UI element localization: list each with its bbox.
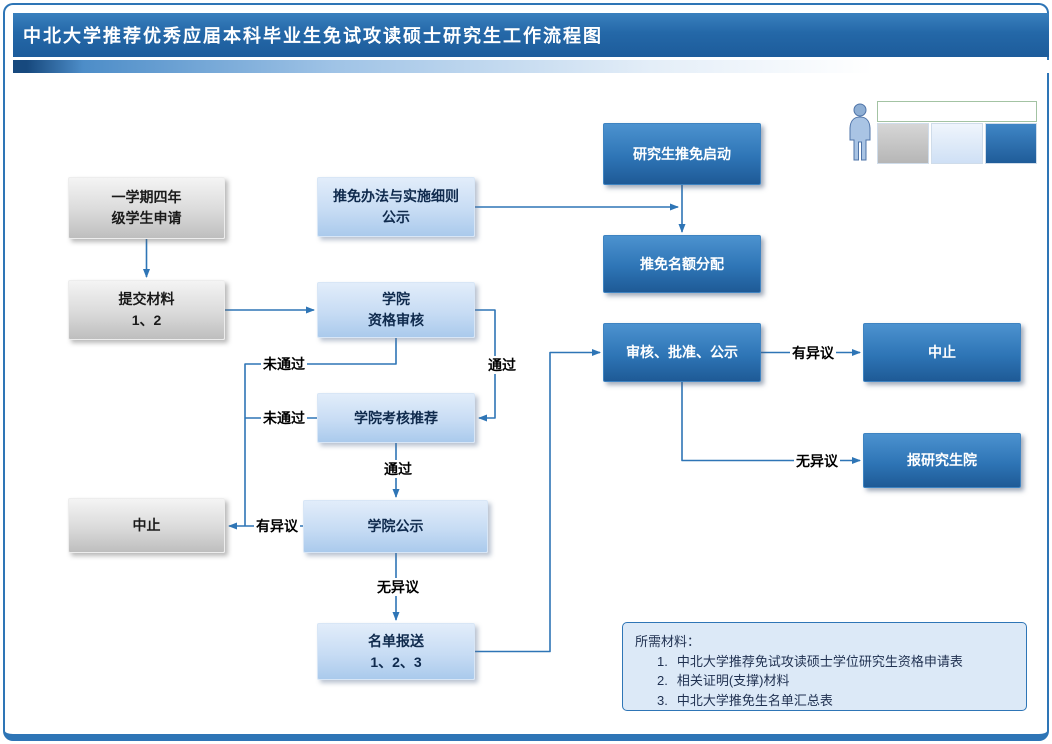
node-terminate-right: 中止 xyxy=(863,323,1021,382)
header-gradient-strip xyxy=(13,60,1049,73)
node-terminate-left: 中止 xyxy=(68,498,225,553)
page-title: 中北大学推荐优秀应届本科毕业生免试攻读硕士研究生工作流程图 xyxy=(23,26,603,46)
node-label: 1、2、3 xyxy=(370,653,422,670)
node-label: 学院考核推荐 xyxy=(354,409,438,426)
node-label: 学院 xyxy=(382,291,410,307)
node-label: 研究生推免启动 xyxy=(633,145,731,162)
node-qualification-review: 学院 资格审核 xyxy=(317,282,475,338)
node-label: 推免办法与实施细则 xyxy=(333,188,459,204)
node-label: 中止 xyxy=(132,517,161,533)
legend-header-band xyxy=(877,101,1037,122)
required-materials-note: 所需材料： 1. 中北大学推荐免试攻读硕士学位研究生资格申请表 2. 相关证明(… xyxy=(622,622,1027,711)
node-label: 一学期四年 xyxy=(111,189,182,205)
note-item-text: 中北大学推免生名单汇总表 xyxy=(676,692,833,708)
node-quota-allocation: 推免名额分配 xyxy=(603,235,761,293)
node-label: 名单报送 xyxy=(368,632,424,649)
node-label: 中止 xyxy=(928,344,956,360)
edge-label-review-fail: 未通过 xyxy=(261,355,307,373)
node-student-application: 一学期四年 级学生申请 xyxy=(68,177,225,239)
note-title: 所需材料： xyxy=(635,634,701,649)
note-item-text: 相关证明(支撑)材料 xyxy=(676,673,790,688)
legend-table xyxy=(877,101,1037,165)
node-label: 提交材料 xyxy=(118,291,175,307)
node-grad-launch: 研究生推免启动 xyxy=(603,123,761,185)
node-label: 级学生申请 xyxy=(111,210,182,226)
edge-label-assessment-fail: 未通过 xyxy=(261,409,307,427)
note-item: 1. 中北大学推荐免试攻读硕士学位研究生资格申请表 xyxy=(635,652,1014,672)
person-icon xyxy=(849,103,871,161)
page-frame: 中北大学推荐优秀应届本科毕业生免试攻读硕士研究生工作流程图 xyxy=(3,3,1049,741)
note-item-number: 3. xyxy=(657,692,668,708)
node-label: 学院公示 xyxy=(367,518,424,534)
legend-swatch-gray xyxy=(877,123,929,164)
edge-label-publicity-no-objection: 无异议 xyxy=(375,578,421,596)
note-item-number: 2. xyxy=(657,673,668,688)
node-label: 审核、批准、公示 xyxy=(626,344,738,360)
note-item-text: 中北大学推荐免试攻读硕士学位研究生资格申请表 xyxy=(676,653,963,669)
edge-label-approval-objection: 有异议 xyxy=(790,344,836,362)
node-report-grad-school: 报研究生院 xyxy=(863,433,1021,488)
note-item: 2. 相关证明(支撑)材料 xyxy=(635,671,1014,691)
node-review-approval-publicity: 审核、批准、公示 xyxy=(603,323,761,382)
node-rules-publicity: 推免办法与实施细则 公示 xyxy=(317,177,475,237)
node-college-assessment: 学院考核推荐 xyxy=(317,393,475,443)
node-label: 1、2 xyxy=(131,312,162,328)
note-item: 3. 中北大学推免生名单汇总表 xyxy=(635,691,1014,711)
node-label: 报研究生院 xyxy=(907,452,977,468)
node-submit-materials: 提交材料 1、2 xyxy=(68,280,225,340)
edge-label-approval-no-objection: 无异议 xyxy=(794,452,840,470)
node-list-submission: 名单报送 1、2、3 xyxy=(317,623,475,680)
legend-swatch-dark-blue xyxy=(985,123,1037,164)
node-label: 资格审核 xyxy=(368,312,424,328)
node-college-publicity: 学院公示 xyxy=(303,500,488,553)
edge-label-assessment-pass: 通过 xyxy=(382,460,414,478)
title-bar: 中北大学推荐优秀应届本科毕业生免试攻读硕士研究生工作流程图 xyxy=(13,13,1049,57)
edge-label-review-pass: 通过 xyxy=(486,356,518,374)
node-label: 公示 xyxy=(382,209,410,225)
legend-swatch-light-blue xyxy=(931,123,983,164)
node-label: 推免名额分配 xyxy=(640,255,724,272)
legend xyxy=(845,99,1041,167)
edge-label-publicity-objection: 有异议 xyxy=(254,517,300,535)
legend-cells xyxy=(877,123,1037,164)
note-item-number: 1. xyxy=(657,653,668,669)
